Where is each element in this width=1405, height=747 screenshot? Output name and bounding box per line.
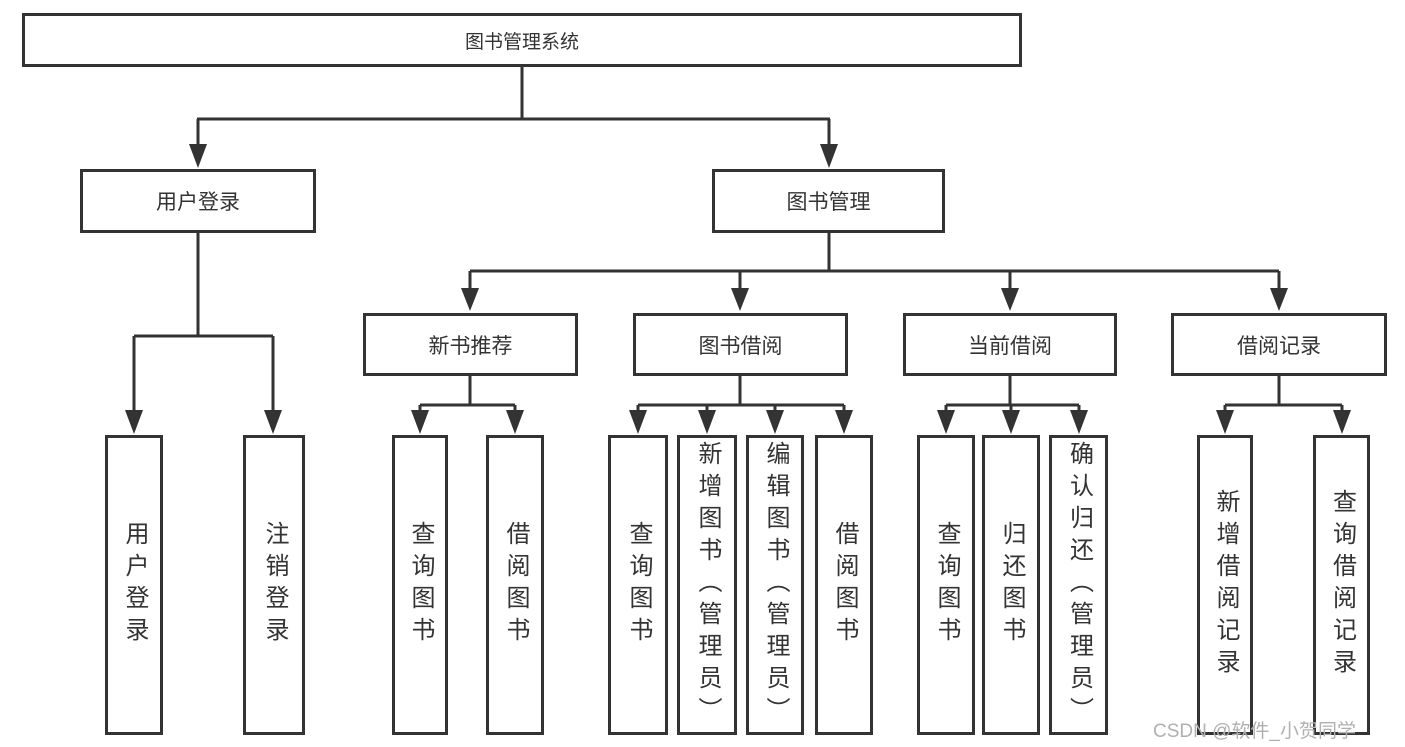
arrowhead bbox=[264, 410, 282, 434]
arrowhead bbox=[1002, 410, 1020, 434]
arrowhead bbox=[1001, 288, 1019, 311]
arrowhead bbox=[461, 288, 479, 311]
leaf-add-borrow-record: 新增借阅记录 bbox=[1197, 435, 1253, 735]
connector-root-to-level2 bbox=[189, 67, 838, 168]
arrowhead bbox=[1270, 288, 1288, 311]
arrowhead bbox=[1216, 410, 1234, 434]
arrowhead bbox=[629, 410, 647, 434]
arrowhead bbox=[698, 410, 716, 434]
arrowhead bbox=[820, 144, 838, 168]
node-user-login: 用户登录 bbox=[80, 169, 316, 233]
connector-book-management-split bbox=[461, 233, 1288, 311]
arrowhead bbox=[125, 410, 143, 434]
arrowhead bbox=[731, 288, 749, 311]
node-new-book-recommend: 新书推荐 bbox=[363, 313, 578, 376]
arrowhead bbox=[1333, 410, 1351, 434]
arrowhead bbox=[506, 410, 524, 434]
connector-borrow-record-split bbox=[1216, 376, 1351, 434]
node-book-borrow: 图书借阅 bbox=[633, 313, 848, 376]
connector-current-borrow-split bbox=[937, 376, 1088, 434]
csdn-watermark: CSDN @软件_小贺同学 bbox=[1153, 721, 1356, 742]
leaf-user-login: 用户登录 bbox=[105, 435, 163, 735]
arrowhead bbox=[766, 410, 784, 434]
leaf-query-books-current: 查询图书 bbox=[917, 435, 975, 735]
node-borrow-records: 借阅记录 bbox=[1171, 313, 1387, 376]
leaf-borrow-books-recommend: 借阅图书 bbox=[486, 435, 544, 735]
arrowhead bbox=[937, 410, 955, 434]
node-library-system: 图书管理系统 bbox=[22, 13, 1022, 67]
connector-user-login-split bbox=[125, 233, 282, 434]
arrowhead bbox=[1070, 410, 1088, 434]
arrowhead bbox=[411, 410, 429, 434]
leaf-query-borrow-record: 查询借阅记录 bbox=[1313, 435, 1370, 735]
leaf-query-books-recommend: 查询图书 bbox=[392, 435, 448, 735]
arrowhead bbox=[835, 410, 853, 434]
node-current-borrow: 当前借阅 bbox=[903, 313, 1117, 376]
leaf-edit-book-admin: 编辑图书（管理员） bbox=[746, 435, 804, 735]
arrowhead bbox=[189, 144, 207, 168]
leaf-return-book: 归还图书 bbox=[982, 435, 1040, 735]
leaf-confirm-return-admin: 确认归还（管理员） bbox=[1049, 435, 1108, 735]
leaf-borrow-books: 借阅图书 bbox=[815, 435, 873, 735]
leaf-add-book-admin: 新增图书（管理员） bbox=[677, 435, 737, 735]
leaf-logout-login: 注销登录 bbox=[243, 435, 305, 735]
connector-new-book-split bbox=[411, 376, 524, 434]
node-book-management: 图书管理 bbox=[712, 169, 945, 233]
leaf-query-books-borrow: 查询图书 bbox=[608, 435, 668, 735]
connector-book-borrow-split bbox=[629, 376, 853, 434]
